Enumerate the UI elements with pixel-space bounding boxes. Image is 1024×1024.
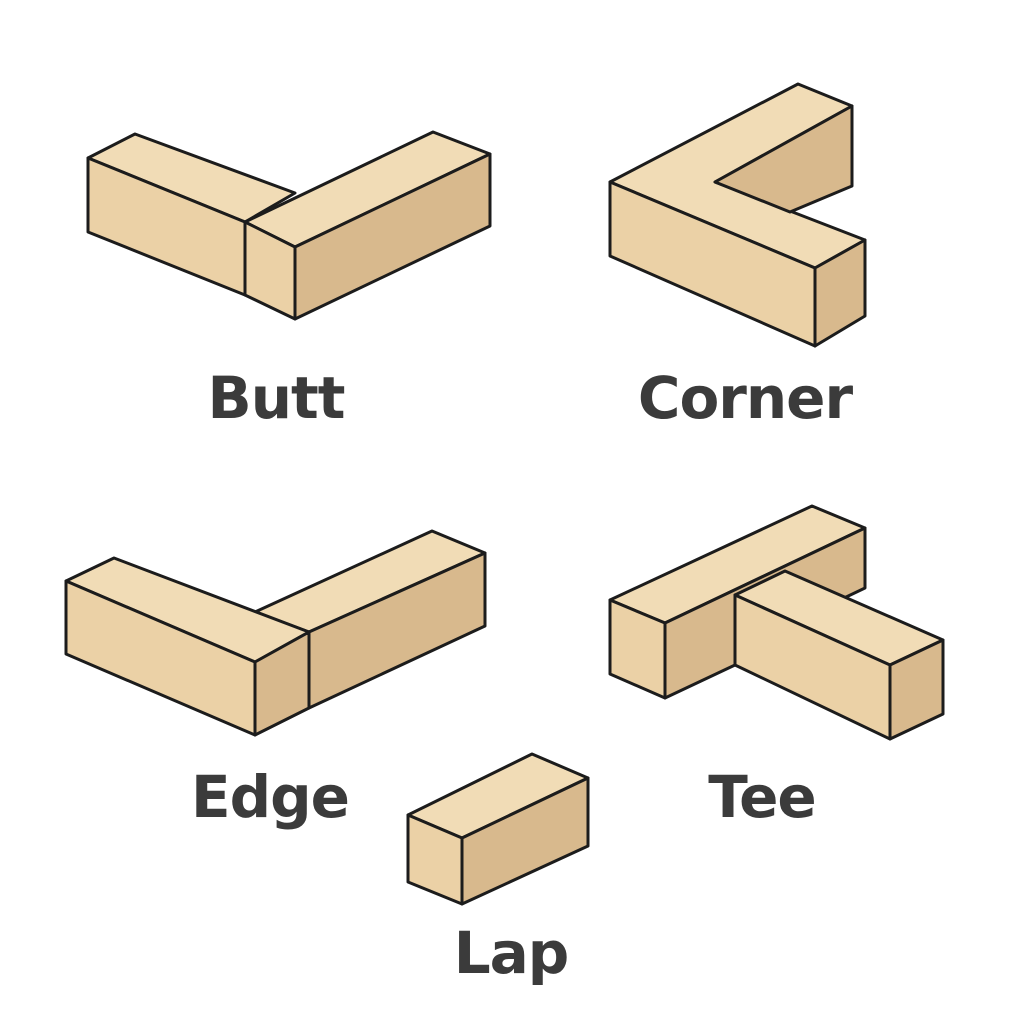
label-butt: Butt: [208, 364, 345, 432]
label-lap: Lap: [454, 919, 569, 987]
tee-stem-board-end: [888, 638, 945, 741]
label-edge: Edge: [191, 763, 349, 831]
corner-inner-wall: [713, 104, 854, 214]
lap-joint-illustration: [406, 752, 590, 906]
edge-joint-illustration: [64, 529, 487, 737]
edge-front-board-end: [253, 630, 311, 737]
label-corner: Corner: [638, 364, 854, 432]
label-tee: Tee: [708, 763, 816, 831]
butt-right-board-side: [293, 152, 492, 321]
corner-joint-illustration: [608, 82, 867, 348]
lap-block-side: [460, 776, 590, 906]
corner-end-face: [813, 238, 867, 348]
tee-joint-illustration: [608, 504, 945, 741]
butt-joint-illustration: [86, 130, 492, 321]
